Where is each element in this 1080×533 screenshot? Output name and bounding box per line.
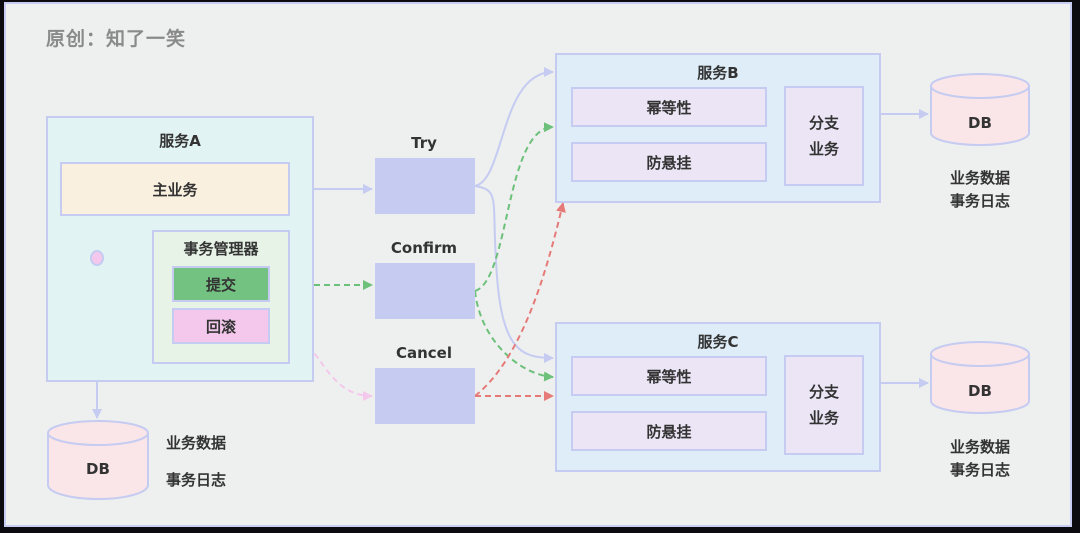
- db-b-note-2: 事务日志: [949, 192, 1010, 210]
- commit-box[interactable]: 提交: [172, 266, 270, 302]
- db-b-label: DB: [968, 114, 992, 132]
- main-business-label: 主业务: [152, 180, 198, 199]
- author-title: 原创：知了一笑: [46, 28, 187, 50]
- db-a-label: DB: [86, 460, 110, 478]
- service-c-anti-hang[interactable]: 防悬挂: [571, 411, 767, 451]
- phase-try-label: Try: [411, 134, 437, 152]
- line-confirm-to-c: [474, 290, 554, 382]
- phase-cancel-label: Cancel: [395, 344, 452, 362]
- db-a-note-2: 事务日志: [166, 471, 227, 489]
- service-b-anti-hang-label: 防悬挂: [646, 153, 692, 172]
- db-b-note-1: 业务数据: [949, 169, 1010, 187]
- service-c-label: 服务C: [697, 333, 739, 351]
- db-c-note-2: 事务日志: [949, 461, 1010, 479]
- db-a-note-1: 业务数据: [166, 434, 227, 452]
- service-a-label: 服务A: [159, 132, 201, 150]
- commit-label: 提交: [205, 275, 236, 294]
- line-try-to-b: [474, 67, 554, 187]
- line-try-to-c: [474, 185, 554, 363]
- phase-confirm-label: Confirm: [390, 239, 458, 257]
- phase-confirm-box[interactable]: [375, 263, 475, 319]
- service-c-branch-line1: 分支: [808, 383, 839, 401]
- service-c-idempotent-label: 幂等性: [646, 367, 692, 386]
- service-c-branch[interactable]: 分支 业务: [784, 355, 864, 455]
- rollback-box[interactable]: 回滚: [172, 308, 270, 344]
- service-c-branch-line2: 业务: [808, 409, 839, 427]
- decision-node: [90, 250, 104, 266]
- service-b-idempotent-label: 幂等性: [646, 98, 692, 117]
- service-b-label: 服务B: [697, 64, 739, 82]
- service-b-branch-line2: 业务: [808, 140, 839, 158]
- service-c-idempotent[interactable]: 幂等性: [571, 356, 767, 396]
- service-b-branch-line1: 分支: [808, 114, 839, 132]
- phase-try-box[interactable]: [375, 158, 475, 214]
- service-b-anti-hang[interactable]: 防悬挂: [571, 142, 767, 182]
- db-c-note-1: 业务数据: [949, 438, 1010, 456]
- service-b-idempotent[interactable]: 幂等性: [571, 87, 767, 127]
- db-c-label: DB: [968, 382, 992, 400]
- line-cancel-to-b: [474, 202, 566, 397]
- rollback-label: 回滚: [205, 317, 236, 336]
- phase-cancel-box[interactable]: [375, 368, 475, 424]
- service-c-anti-hang-label: 防悬挂: [646, 422, 692, 441]
- main-business[interactable]: 主业务: [60, 162, 290, 216]
- tx-manager-label: 事务管理器: [183, 240, 259, 258]
- service-b-branch[interactable]: 分支 业务: [784, 86, 864, 186]
- line-confirm-to-b: [474, 122, 554, 292]
